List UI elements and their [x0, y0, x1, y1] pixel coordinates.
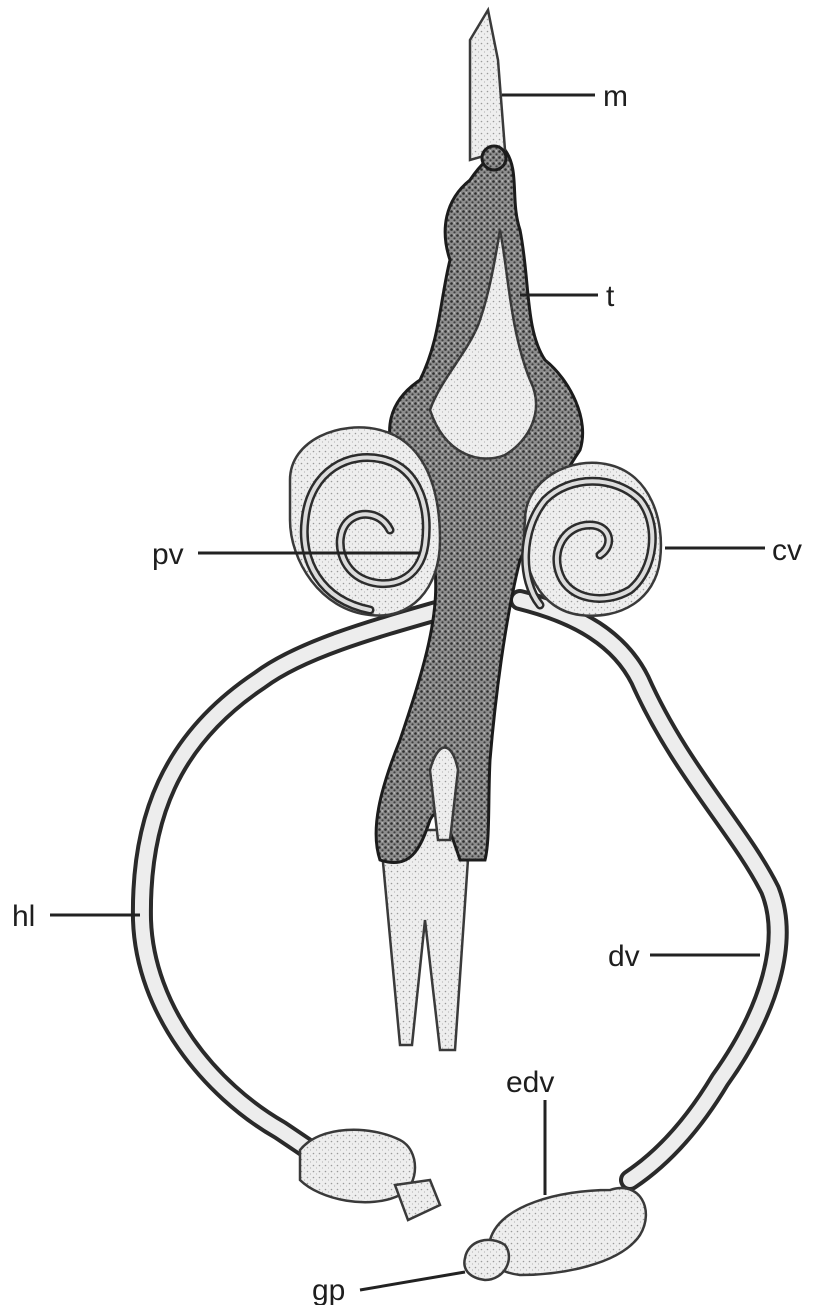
apical-spike [470, 10, 506, 170]
label-m: m [603, 80, 628, 113]
label-gp: gp [312, 1274, 345, 1305]
label-dv: dv [608, 940, 640, 973]
label-t: t [606, 280, 615, 313]
label-hl: hl [12, 900, 35, 933]
label-pv: pv [152, 538, 184, 571]
leader-gp [360, 1272, 465, 1290]
label-cv: cv [772, 534, 802, 567]
left-coiled-vesicle [290, 427, 440, 615]
label-edv: edv [506, 1066, 554, 1099]
ejaculatory-duct [464, 1188, 646, 1280]
deferent-duct [520, 600, 778, 1180]
right-coiled-vesicle [524, 463, 661, 616]
